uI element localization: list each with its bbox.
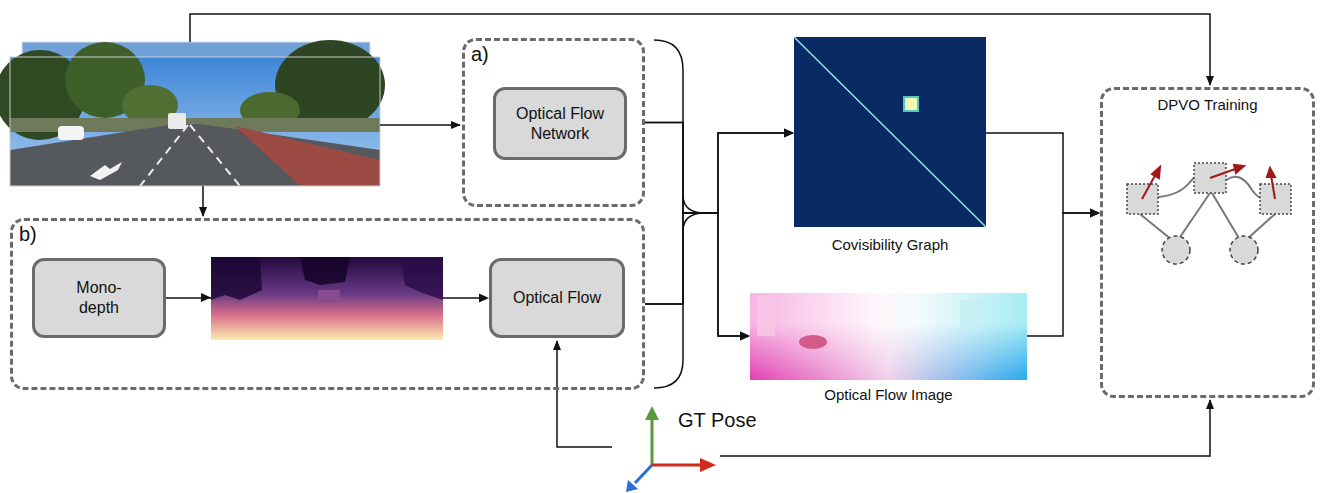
connector-line <box>645 133 784 304</box>
arrow-head <box>784 129 794 138</box>
flow-image <box>750 293 1027 380</box>
process-box: Optical Flow Network <box>493 87 627 160</box>
input-frames <box>0 40 385 186</box>
patch-graph <box>1127 163 1291 264</box>
group-label: a) <box>471 43 489 66</box>
process-box: Mono-depth <box>32 258 166 338</box>
arrow-head <box>1090 209 1100 218</box>
box-label: Optical Flow Network <box>505 104 615 144</box>
connector <box>1027 209 1100 337</box>
connector-line <box>986 133 1090 213</box>
connector-line <box>645 123 740 337</box>
connector-line <box>1027 213 1090 336</box>
flow-image: Optical Flow Image <box>750 293 1027 403</box>
group-label: DPVO Training <box>1103 96 1312 113</box>
connector <box>645 123 794 214</box>
arrow-head <box>201 293 211 302</box>
box-label: Mono-depth <box>68 278 130 318</box>
group-label: b) <box>19 223 37 246</box>
connector <box>986 133 1100 218</box>
graph-image: Covisibility Graph <box>794 37 986 253</box>
dashed-group: b) Mono-depth Optical Flow <box>10 218 645 390</box>
arrow-head <box>479 294 489 303</box>
connector-line <box>645 123 784 214</box>
connector-line <box>645 213 740 336</box>
arrow-head <box>784 129 794 138</box>
dashed-group: a) Optical Flow Network <box>462 38 645 207</box>
depth-image <box>193 257 443 340</box>
pose-label: GT Pose <box>678 409 757 432</box>
connector <box>645 213 750 341</box>
arrow-head <box>740 332 750 341</box>
process-box: Optical Flow <box>489 258 625 338</box>
connector <box>645 123 750 341</box>
box-label: Optical Flow <box>513 288 601 308</box>
group-label: Optical Flow Image <box>730 386 1047 403</box>
connector <box>645 129 794 305</box>
dashed-group: DPVO Training <box>1100 87 1315 398</box>
group-label: Covisibility Graph <box>774 236 1006 253</box>
arrow-head <box>740 332 750 341</box>
covisibility-matrix <box>794 37 986 227</box>
arrow-head <box>1090 209 1100 218</box>
